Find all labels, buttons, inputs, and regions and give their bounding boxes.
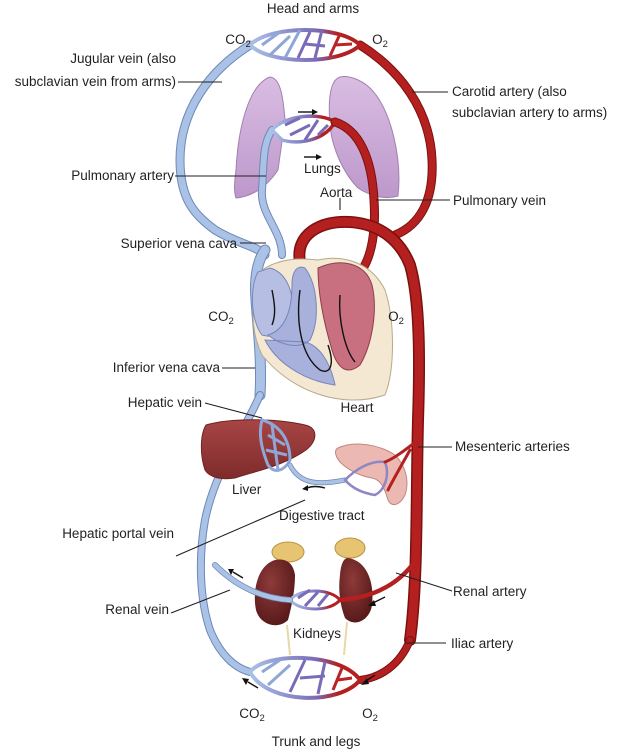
label-trunk-and-legs: Trunk and legs — [272, 734, 361, 749]
left-lung — [234, 76, 286, 199]
label-iliac-artery: Iliac artery — [451, 636, 514, 651]
label-co2-heart: CO2 — [208, 309, 234, 327]
adrenal-right — [334, 537, 366, 559]
labels: Head and arms CO2 O2 Jugular vein (also … — [15, 1, 608, 749]
label-o2-top: O2 — [372, 32, 388, 50]
kidney-left — [254, 559, 295, 626]
pulmonary-loop — [257, 114, 379, 275]
label-renal-artery: Renal artery — [453, 584, 527, 599]
label-head-and-arms: Head and arms — [267, 1, 360, 16]
flow-arrow-renal-vein — [232, 571, 244, 579]
digestive-tract-group — [287, 438, 420, 506]
label-o2-heart: O2 — [388, 309, 404, 327]
label-pulmonary-artery: Pulmonary artery — [71, 168, 174, 183]
label-mesenteric-arteries: Mesenteric arteries — [455, 439, 570, 454]
label-inferior-vena-cava: Inferior vena cava — [113, 360, 221, 375]
flow-arrow-trunk-vein — [247, 681, 259, 689]
liver — [200, 419, 316, 480]
lungs — [234, 76, 400, 199]
label-pulmonary-vein: Pulmonary vein — [453, 193, 546, 208]
kidney-right — [339, 558, 373, 623]
adrenal-left — [271, 541, 305, 563]
label-lungs: Lungs — [304, 161, 341, 176]
label-hepatic-vein: Hepatic vein — [128, 395, 202, 410]
label-carotid-artery-line1: Carotid artery (also — [452, 84, 567, 99]
liver-group — [200, 418, 316, 480]
label-hepatic-portal-vein: Hepatic portal vein — [62, 526, 174, 541]
flow-arrow-renal-artery — [372, 596, 386, 604]
label-renal-vein: Renal vein — [105, 602, 169, 617]
aorta — [293, 215, 426, 646]
label-jugular-vein-line2: subclavian vein from arms) — [15, 74, 176, 89]
label-liver: Liver — [232, 482, 262, 497]
label-co2-top: CO2 — [225, 32, 251, 50]
label-jugular-vein-line1: Jugular vein (also — [70, 51, 176, 66]
label-aorta: Aorta — [320, 185, 353, 200]
label-heart: Heart — [340, 400, 373, 415]
right-lung — [328, 76, 400, 199]
heart — [251, 257, 393, 401]
trunk-capillary-bed — [247, 636, 414, 700]
label-kidneys: Kidneys — [293, 626, 341, 641]
leader-lines — [170, 81, 453, 644]
label-co2-bottom: CO2 — [239, 706, 265, 724]
label-o2-bottom: O2 — [362, 706, 378, 724]
flow-arrows — [228, 109, 386, 689]
flow-arrow-portal — [306, 485, 326, 489]
left-heart — [317, 262, 375, 371]
kidneys-group — [212, 537, 419, 656]
label-digestive-tract: Digestive tract — [279, 508, 365, 523]
label-superior-vena-cava: Superior vena cava — [121, 236, 238, 251]
label-carotid-artery-line2: subclavian artery to arms) — [452, 105, 607, 120]
